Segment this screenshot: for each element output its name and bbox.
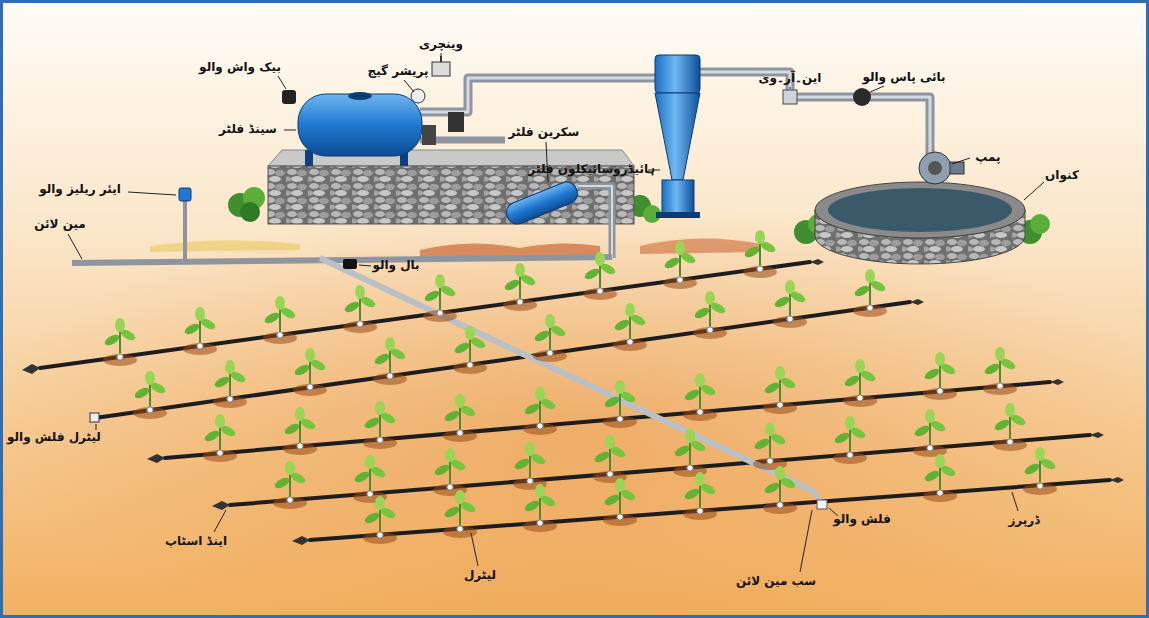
callout-label: پمپ — [973, 150, 1002, 165]
callout-label: اینڈ اسٹاپ — [163, 534, 229, 549]
callout-label: سکرین فلٹر — [507, 125, 582, 140]
callout-label: وینچری — [417, 37, 465, 52]
callout-label: سینڈ فلٹر — [217, 122, 279, 137]
leader-lines — [68, 53, 1044, 572]
callout-label: ہائیڈروسائیکلون فلٹر — [527, 162, 658, 177]
sand-filter — [282, 89, 425, 166]
callout-label: کنواں — [1043, 168, 1081, 183]
laterals — [40, 262, 1110, 540]
callout-label: لیٹرل — [462, 568, 498, 583]
callout-label: پریشر گیج — [366, 64, 431, 79]
callout-label: این۔آر۔وی — [757, 71, 824, 86]
callout-label: بائی پاس والو — [860, 70, 947, 85]
sub-main-line — [320, 258, 815, 492]
callout-label: مین لائن — [32, 217, 88, 232]
callout-label: ایئر ریلیز والو — [37, 182, 123, 197]
well — [815, 182, 1025, 264]
screen-filter — [504, 179, 581, 227]
flush-valve — [817, 500, 827, 509]
callout-label: بال والو — [370, 258, 421, 273]
end-stops — [22, 259, 1124, 545]
main-line — [72, 257, 612, 263]
hydrocyclone-filter — [655, 55, 700, 218]
callout-label: لیٹرل فلش والو — [5, 430, 103, 445]
plants — [103, 230, 1057, 544]
ball-valve — [343, 259, 357, 269]
bypass-valve — [853, 88, 871, 106]
callout-label: ڈرپرز — [1006, 513, 1041, 528]
callout-label: سب مین لائن — [734, 574, 818, 589]
nrv — [783, 90, 797, 104]
air-release-valve — [179, 188, 191, 201]
callout-label: فلش والو — [831, 512, 893, 527]
callout-label: بیک واش والو — [197, 60, 283, 75]
pump — [919, 152, 964, 184]
